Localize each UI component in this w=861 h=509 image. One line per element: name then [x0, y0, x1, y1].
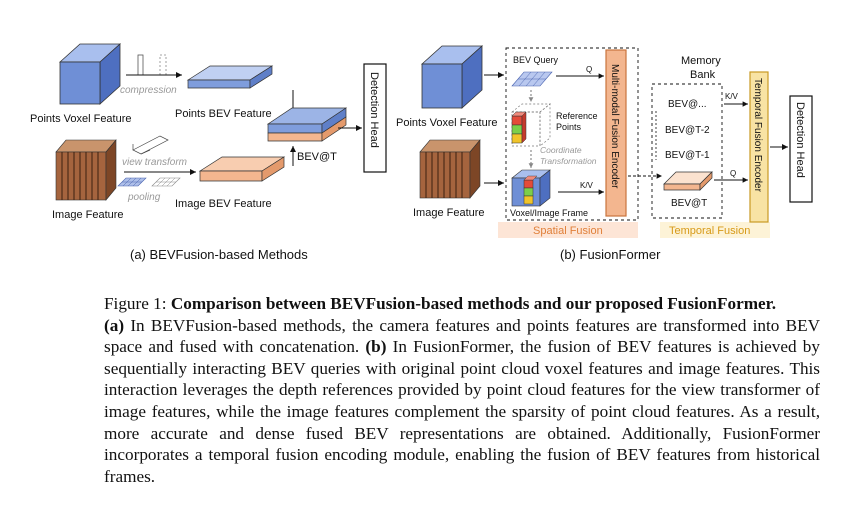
coordinate-label-1: Coordinate [540, 145, 582, 155]
image-bev-plate [198, 156, 286, 182]
pooling-grid-icon [117, 177, 181, 187]
kv-label-1: K/V [580, 181, 594, 190]
bev-item-1: BEV@T-2 [665, 125, 710, 136]
detection-head-b [789, 95, 813, 203]
points-voxel-label-a: Points Voxel Feature [30, 113, 132, 125]
bev-item-2: BEV@T-1 [665, 150, 710, 161]
reference-points-label-2: Points [556, 122, 582, 132]
image-feature-label-b: Image Feature [413, 207, 485, 219]
bev-query-label: BEV Query [513, 55, 559, 65]
compression-label: compression [120, 85, 177, 96]
image-bev-label: Image BEV Feature [175, 198, 272, 210]
subcaption-b: (b) FusionFormer [560, 247, 661, 262]
bev-t-label-a: BEV@T [297, 151, 337, 163]
caption-b-tag: (b) [365, 337, 387, 357]
figure-diagram: Points Voxel Feature compression Points … [30, 43, 813, 262]
spatial-fusion-band [498, 222, 638, 238]
temporal-fusion-label: Temporal Fusion [669, 225, 750, 237]
detection-head-a-label: Detection Head [368, 72, 380, 148]
pooling-label: pooling [127, 192, 161, 203]
caption-title: Comparison between BEVFusion-based metho… [170, 294, 776, 313]
temporal-fusion-encoder [749, 71, 769, 223]
reference-points-cube [511, 103, 551, 147]
multimodal-fusion-encoder-label: Multi-modal Fusion Encoder [609, 64, 620, 189]
multimodal-fusion-encoder [605, 49, 627, 217]
reference-points-label-1: Reference [556, 111, 598, 121]
points-voxel-cube [58, 43, 122, 105]
points-voxel-cube-b [420, 45, 484, 109]
points-bev-label: Points BEV Feature [175, 108, 272, 120]
view-transform-label: view transform [122, 157, 187, 168]
image-feature-stack-b [419, 139, 481, 199]
figure-caption: Figure 1: Comparison between BEVFusion-b… [104, 293, 820, 487]
spatial-fusion-label: Spatial Fusion [533, 225, 603, 237]
current-bev-plate [663, 171, 713, 191]
bev-t-label-b: BEV@T [671, 198, 707, 209]
subcaption-a: (a) BEVFusion-based Methods [130, 247, 308, 262]
image-feature-stack-a [55, 139, 117, 201]
coordinate-label-2: Transformation [540, 156, 597, 166]
image-feature-label-a: Image Feature [52, 209, 124, 221]
view-transform-frustum-icon [132, 135, 169, 155]
voxel-image-frame-label: Voxel/Image Frame [510, 208, 588, 218]
caption-a-text: In BEVFusion-based methods, the camera f… [104, 315, 820, 357]
caption-b-text: In FusionFormer, the fusion of BEV featu… [104, 337, 820, 486]
caption-prefix: Figure 1: [104, 294, 171, 313]
memory-bank-label-1: Memory [681, 55, 721, 67]
caption-a-tag: (a) [104, 315, 125, 335]
temporal-fusion-band [660, 222, 770, 238]
bev-item-0: BEV@... [668, 99, 707, 110]
compression-icon [137, 54, 167, 76]
spatial-fusion-box [505, 47, 639, 221]
points-voxel-label-b: Points Voxel Feature [396, 117, 498, 129]
temporal-fusion-encoder-label: Temporal Fusion Encoder [752, 78, 763, 193]
q-label-1: Q [586, 65, 592, 74]
voxel-image-frame-cube [511, 169, 551, 207]
memory-bank-label-2: Bank [690, 69, 716, 81]
kv-label-2: K/V [725, 92, 739, 101]
detection-head-a [363, 63, 387, 173]
points-bev-plate [186, 65, 274, 89]
fused-bev-plate [266, 107, 348, 142]
detection-head-b-label: Detection Head [794, 102, 806, 178]
q-label-2: Q [730, 169, 736, 178]
bev-query-grid-icon [511, 71, 553, 87]
